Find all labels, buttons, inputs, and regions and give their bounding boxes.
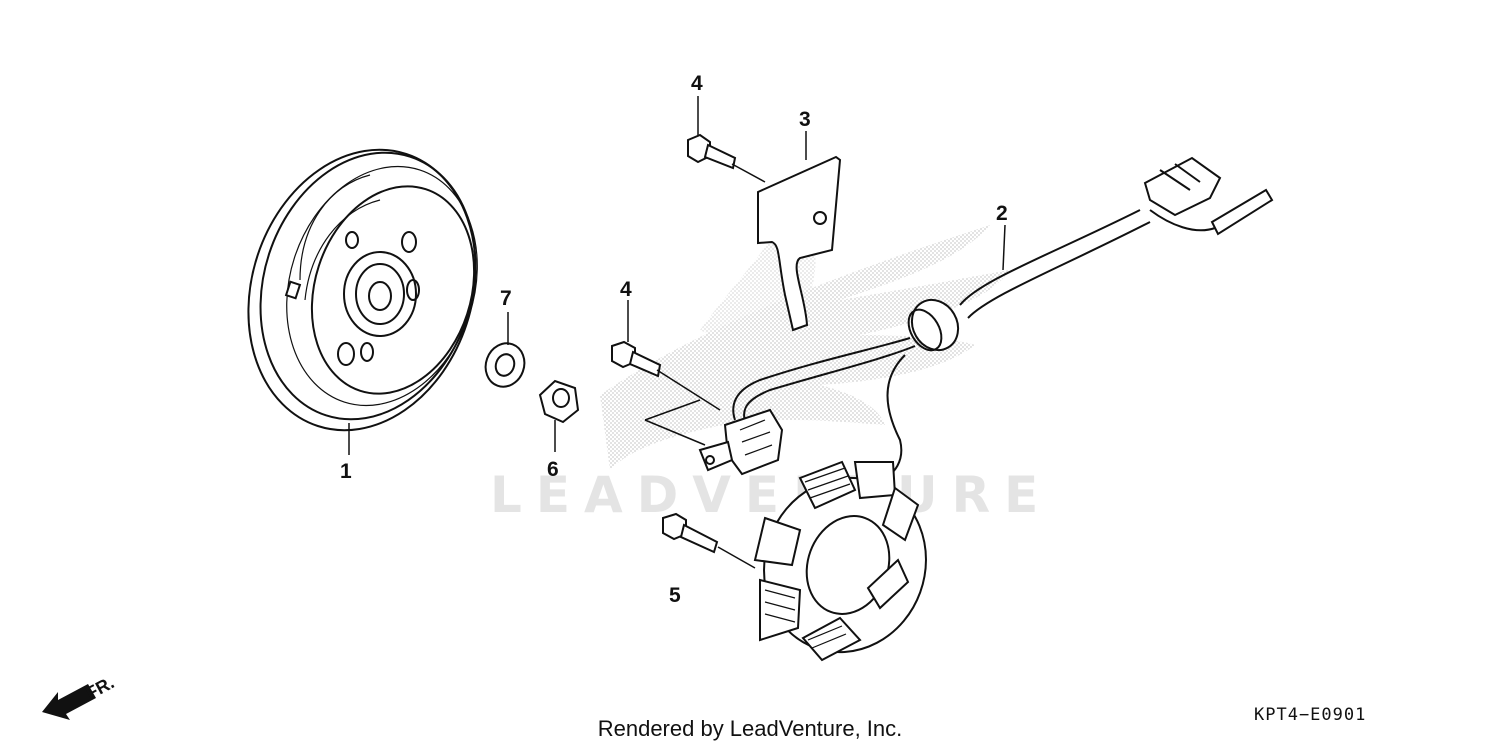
washer-part[interactable] [480, 338, 531, 392]
front-direction-indicator: FR. [42, 672, 117, 720]
diagram-code: KPT4−E0901 [1254, 705, 1367, 725]
label-part-4-middle[interactable]: 4 [620, 278, 632, 301]
label-part-2[interactable]: 2 [996, 202, 1008, 225]
footer-credit: Rendered by LeadVenture, Inc. [597, 716, 903, 741]
bolt-middle-part[interactable] [611, 340, 662, 378]
front-arrow-icon [42, 684, 96, 720]
label-part-6[interactable]: 6 [547, 458, 559, 481]
stator-assembly-part[interactable] [698, 156, 1274, 675]
label-part-7[interactable]: 7 [500, 287, 512, 310]
leader-lines [348, 96, 1006, 569]
bolt-lower-part[interactable] [662, 512, 719, 554]
watermark-text: LEADVENTURE [490, 466, 1052, 524]
label-part-5[interactable]: 5 [669, 584, 681, 607]
label-part-1[interactable]: 1 [340, 460, 352, 483]
label-part-4-upper[interactable]: 4 [691, 72, 703, 95]
flywheel-part[interactable] [213, 120, 511, 460]
bolt-upper-part[interactable] [687, 133, 737, 170]
label-part-3[interactable]: 3 [799, 108, 811, 131]
nut-part[interactable] [538, 379, 580, 424]
part-labels: 1 2 3 4 4 5 6 7 [340, 72, 1008, 607]
bracket-part[interactable] [757, 155, 842, 332]
